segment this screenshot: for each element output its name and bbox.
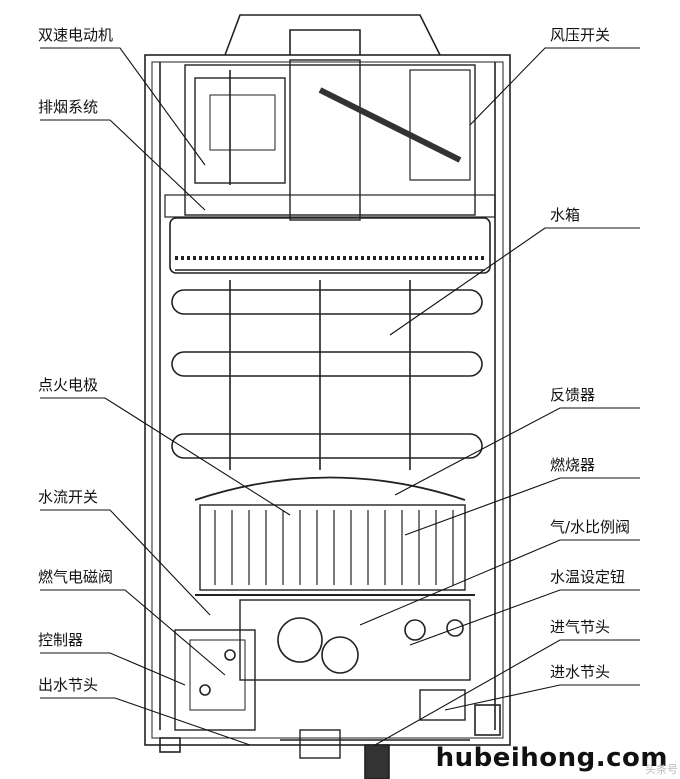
label-wind-pressure-switch: 风压开关: [550, 26, 611, 44]
leader-water-temp-knob: [409, 589, 640, 646]
leader-exhaust-system: [40, 119, 206, 211]
leader-gas-solenoid-valve: [40, 589, 226, 676]
label-ignition-electrode: 点火电极: [38, 376, 99, 394]
leader-water-inlet-joint: [444, 684, 640, 711]
label-water-inlet-joint: 进水节头: [550, 663, 611, 681]
leader-gas-inlet-joint: [374, 639, 640, 746]
label-gas-solenoid-valve: 燃气电磁阀: [38, 568, 114, 586]
label-dual-speed-motor: 双速电动机: [38, 26, 114, 44]
wind-switch-body: [409, 69, 471, 181]
watermark: hubeihong.com: [435, 743, 668, 773]
label-water-temp-knob: 水温设定钮: [550, 568, 626, 586]
leader-gas-water-ratio-valve: [359, 539, 640, 626]
label-water-tank: 水箱: [550, 206, 581, 224]
label-burner: 燃烧器: [550, 456, 596, 474]
label-gas-water-ratio-valve: 气/水比例阀: [550, 518, 631, 536]
leader-ignition-electrode: [40, 397, 291, 516]
controller-box: [174, 629, 256, 731]
leader-controller: [40, 652, 186, 686]
label-exhaust-system: 排烟系统: [38, 98, 99, 116]
top-hood: [224, 14, 441, 56]
label-feedback: 反馈器: [550, 386, 596, 404]
label-water-flow-switch: 水流开关: [38, 488, 99, 506]
label-controller: 控制器: [38, 631, 84, 649]
valve-block: [239, 599, 471, 681]
leader-water-outlet-joint: [40, 697, 251, 746]
leader-dual-speed-motor: [40, 47, 206, 166]
watermark-small: 头条号: [645, 763, 678, 776]
water-tank-body: [169, 217, 491, 274]
burner-rack: [199, 504, 466, 591]
fan-housing: [184, 64, 476, 216]
label-water-outlet-joint: 出水节头: [38, 676, 99, 694]
leader-water-tank: [389, 227, 640, 336]
label-gas-inlet-joint: 进气节头: [550, 618, 611, 636]
motor-body: [194, 77, 286, 184]
leader-water-flow-switch: [40, 509, 211, 616]
outer-casing: [144, 54, 511, 746]
leader-wind-pressure-switch: [469, 47, 640, 126]
leader-feedback: [394, 407, 640, 496]
leader-burner: [404, 477, 640, 536]
